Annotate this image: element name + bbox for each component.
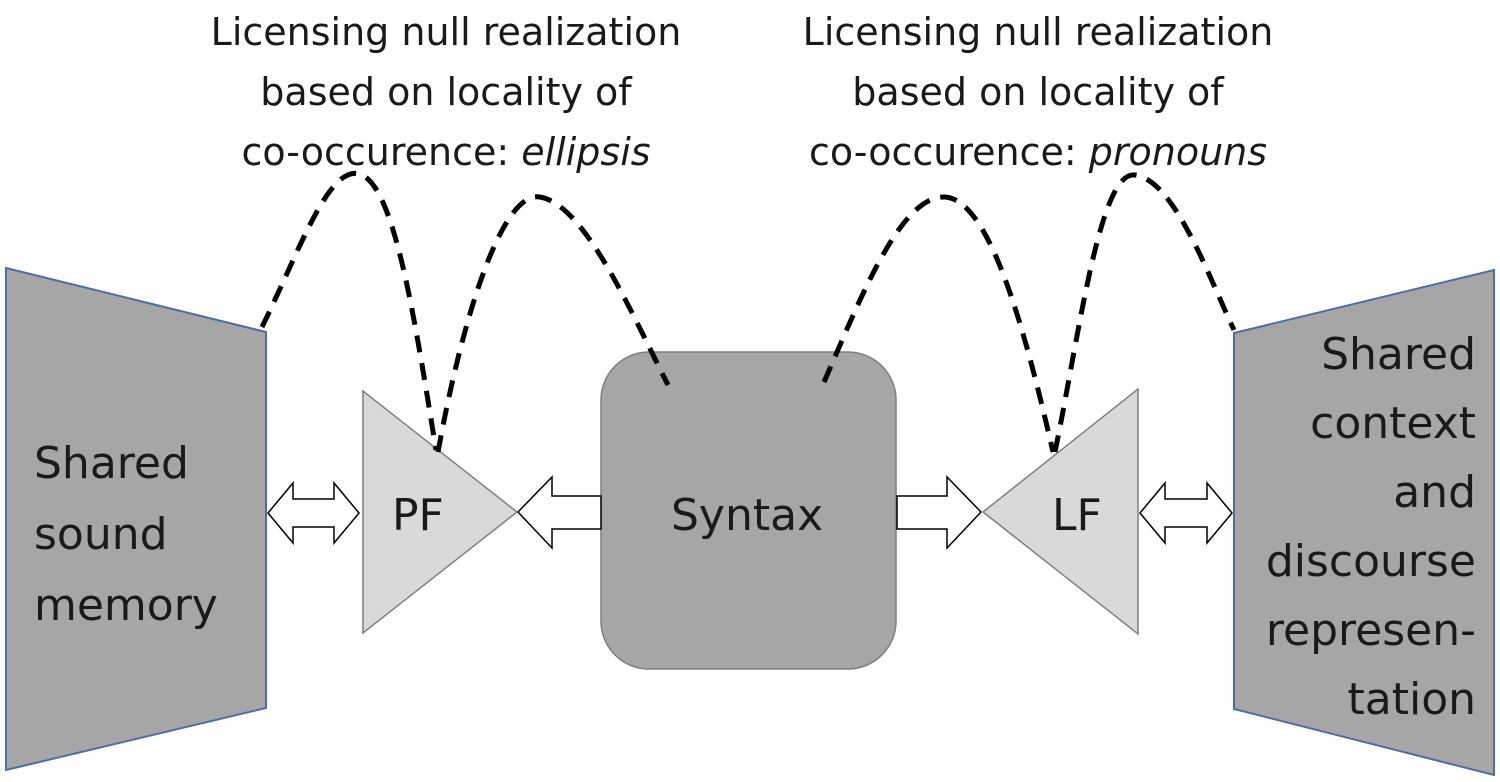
context-line: represen-: [1265, 605, 1476, 656]
ellipsis-caption-line1: Licensing null realization: [210, 10, 682, 54]
ellipsis-arc-inner: [435, 194, 671, 453]
double-arrow-lf-context: [1139, 480, 1233, 546]
pronouns-caption: Licensing null realization based on loca…: [788, 2, 1288, 182]
pronoun-arc-outer: [1052, 172, 1237, 453]
double-arrow-sound-pf: [267, 480, 360, 546]
lf-label: LF: [1052, 490, 1102, 541]
pf-label: PF: [392, 490, 444, 541]
context-line: and: [1393, 467, 1476, 518]
arrow-syntax-to-lf: [896, 475, 983, 550]
sound-memory-line: memory: [34, 580, 218, 631]
context-line: discourse: [1265, 536, 1476, 587]
context-trapezoid: [1233, 268, 1495, 777]
context-line: context: [1310, 398, 1476, 449]
pronouns-caption-line2: based on locality of: [852, 70, 1224, 114]
ellipsis-caption-line2: based on locality of: [260, 70, 632, 114]
sound-memory-line: Shared: [34, 438, 189, 489]
ellipsis-caption: Licensing null realization based on loca…: [196, 2, 696, 182]
context-line: Shared: [1321, 329, 1476, 380]
arrow-syntax-to-pf: [516, 475, 602, 550]
ellipsis-caption-term: ellipsis: [521, 130, 651, 174]
ellipsis-arc-outer: [259, 170, 439, 451]
ellipsis-caption-prefix: co-occurence:: [241, 130, 522, 174]
ellipsis-caption-line3: co-occurence: ellipsis: [196, 122, 696, 182]
pronouns-caption-term: pronouns: [1088, 130, 1268, 174]
sound-memory-trapezoid: [5, 266, 267, 772]
pronouns-caption-line1: Licensing null realization: [802, 10, 1274, 54]
syntax-label: Syntax: [671, 490, 824, 541]
sound-memory-label: Shared sound memory: [34, 428, 218, 641]
pronouns-caption-prefix: co-occurence:: [808, 130, 1089, 174]
pronoun-arc-inner: [821, 194, 1056, 453]
pronouns-caption-line3: co-occurence: pronouns: [788, 122, 1288, 182]
sound-memory-line: sound: [34, 509, 168, 560]
lf-triangle: [981, 387, 1139, 636]
context-label: Shared context and discourse represen- t…: [1266, 320, 1476, 734]
context-line: tation: [1347, 674, 1477, 725]
